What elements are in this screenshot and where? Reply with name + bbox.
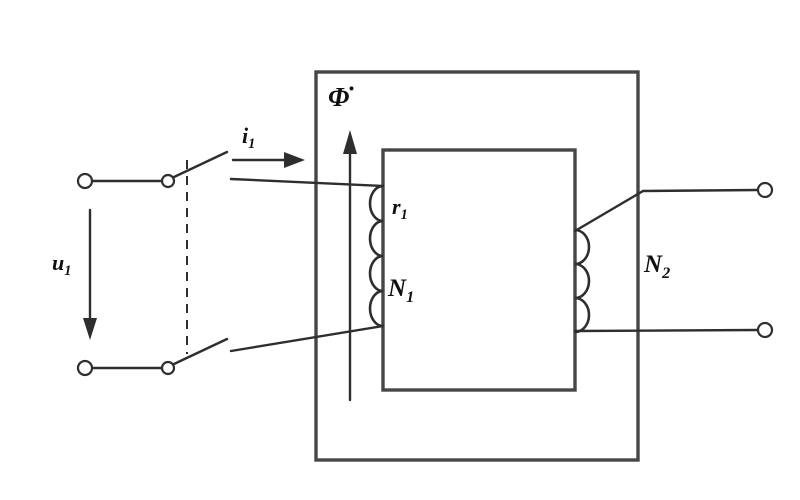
- switch-contact-bottom: [160, 360, 176, 376]
- top-right-wire: [573, 188, 760, 233]
- core-window-rect: [381, 148, 577, 392]
- secondary-winding: [574, 228, 591, 334]
- primary-resistance-label: r1: [392, 194, 408, 223]
- voltage-arrowhead: [83, 318, 97, 340]
- terminal-bottom-right: [756, 321, 774, 339]
- terminal-top-left: [76, 172, 94, 190]
- primary-winding: [368, 184, 384, 328]
- voltage-label: u1: [52, 250, 71, 279]
- bottom-right-wire: [573, 328, 760, 333]
- flux-label: Φ̇: [328, 82, 354, 112]
- switch-contact-top: [160, 173, 176, 189]
- flux-arrowhead: [343, 130, 357, 154]
- secondary-turns-label: N2: [643, 251, 670, 282]
- switch-blade-bottom: [172, 337, 229, 366]
- core-outer-rect: [314, 70, 640, 462]
- terminal-top-right: [756, 181, 774, 199]
- primary-turns-label: N1: [387, 275, 414, 306]
- current-label: i1: [242, 123, 255, 152]
- terminal-bottom-left: [76, 359, 94, 377]
- top-wire-to-core: [229, 177, 385, 188]
- switch-blade-top: [172, 150, 229, 179]
- current-arrowhead: [284, 152, 305, 168]
- bottom-wire-to-core: [229, 324, 385, 353]
